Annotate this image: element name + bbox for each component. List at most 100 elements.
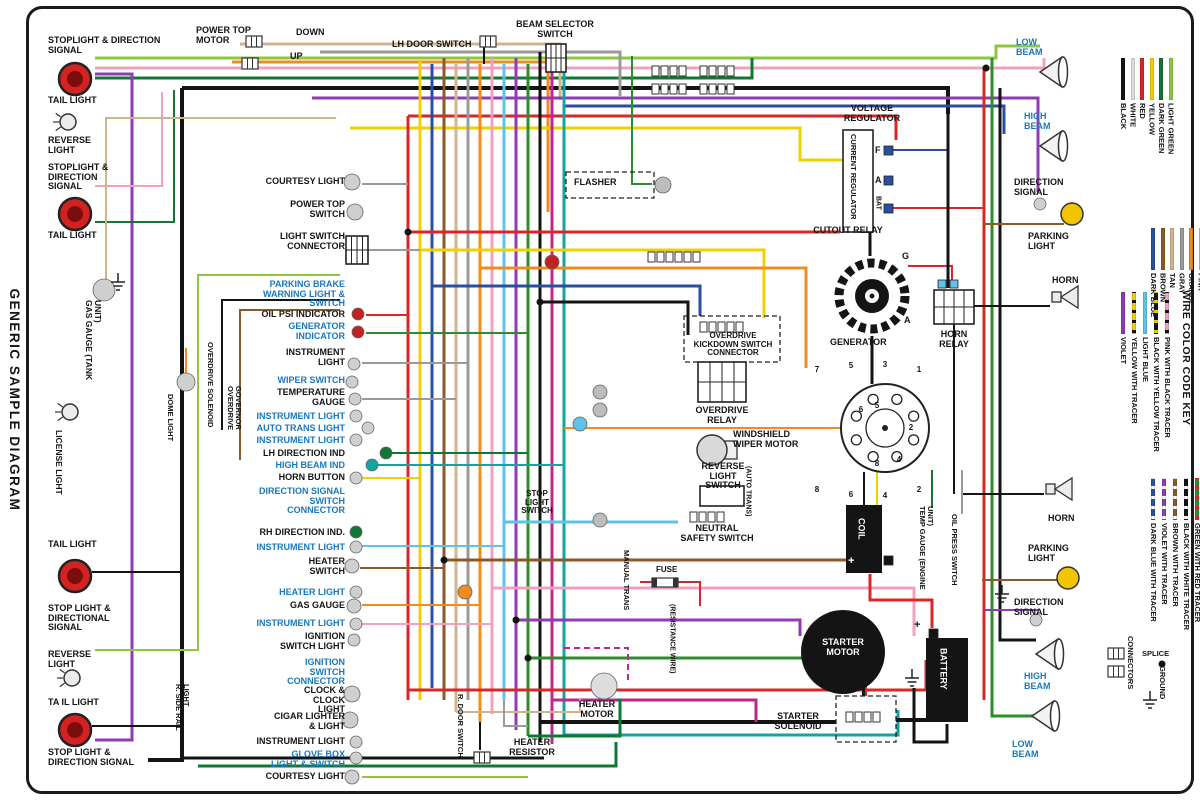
wire-black [998,88,1036,642]
wire-red [408,114,898,140]
terminal-square [883,555,894,566]
tail-light-icon [57,61,93,97]
label-tail-light: TAIL LIGHT [48,95,97,105]
wire-dkblue [432,284,702,316]
label-2: 2 [916,485,922,494]
label-reverse-light-switch: REVERSE LIGHT SWITCH [701,461,745,491]
color-key-black: BLACK [1118,58,1129,129]
label-overdrive-solenoid: OVERDRIVE SOLENOID [206,342,216,428]
label-flasher: FLASHER [574,177,617,187]
indicator-light-icon [349,617,363,631]
indicator-light-icon [343,173,361,191]
connector-icon [1107,665,1125,678]
label-horn-relay: HORN RELAY [939,329,969,349]
wire-dkgreen [95,58,754,80]
wire-pink [95,92,163,187]
wire-black [912,688,949,744]
splice-dot [404,228,412,236]
label-heater-switch: HEATER SWITCH [308,556,345,576]
generator-icon [834,258,910,334]
terminal-square [928,628,939,639]
label-horn-button: HORN BUTTON [278,472,345,482]
component-body [926,638,968,722]
relay-box [933,289,975,325]
splice-dot [536,298,544,306]
label-stop-light-switch: STOP LIGHT SWITCH [521,489,553,516]
wire-gray [503,700,528,727]
color-swatch [1140,58,1144,100]
color-swatch [1130,58,1135,100]
color-key-label: DARK BLUE [1149,273,1158,317]
label-direction-signal: DIRECTION SIGNAL [1014,597,1064,617]
label-high-beam: HIGH BEAM [1024,671,1051,691]
label-high-beam-ind: HIGH BEAM IND [275,460,346,470]
headlight-icon [1034,637,1065,671]
color-swatch [1154,292,1158,334]
lamp-icon [57,668,81,688]
color-key-label: LIGHT GREEN [1166,103,1176,155]
wire-dkblue [565,104,1006,134]
color-key-label: YELLOW [1147,103,1157,136]
color-key-label: YELLOW WITH TRACER [1130,337,1139,424]
connector-icon [245,35,263,48]
parking-light-icon [1056,566,1080,590]
splice-dot [982,64,990,72]
terminal-square [883,203,894,214]
indicator-light-icon [349,735,363,749]
component-box [699,485,745,507]
color-swatch [1162,478,1166,520]
label-7: 7 [814,365,820,374]
color-key-brown: BROWN [1158,228,1169,302]
relay-box [345,235,369,265]
color-key-label: ORANGE [1187,273,1196,306]
label-neutral-safety-switch: NEUTRAL SAFETY SWITCH [680,523,754,543]
color-key-gray: GRAY [1177,228,1188,294]
label-overdrive-governor: OVERDRIVE GOVERNOR [226,386,244,431]
color-key-label: VIOLET WITH TRACER [1160,523,1169,605]
label-reverse-light: REVERSE LIGHT [48,649,92,669]
label-oil-press-switch: OIL PRESS SWITCH [950,514,960,586]
label-instrument-light: INSTRUMENT LIGHT [256,618,346,628]
label-r-door-switch: R. DOOR SWITCH [456,694,466,758]
label-bat: BAT [874,196,882,210]
label-gas-gauge-tank-unit: GAS GAUGE (TANK UNIT) [84,300,104,381]
label-gas-gauge: GAS GAUGE [289,600,345,610]
label-generator: GENERATOR [830,337,887,347]
splice-dot [440,556,448,564]
label-lh-direction-ind: LH DIRECTION IND [263,448,345,458]
color-key-label: BROWN [1158,273,1168,303]
label-ignition-switch-connector: IGNITION SWITCH CONNECTOR [287,657,345,687]
ground-icon [1143,691,1157,709]
color-swatch [1132,292,1136,334]
ignition-switch-icon [840,383,930,473]
color-swatch [1184,478,1188,520]
label-instrument-light: INSTRUMENT LIGHT [256,736,346,746]
label-up: UP [290,51,303,61]
indicator-light-icon [349,540,363,554]
wire-pink [95,58,1046,70]
label-r-side-rail-light: R. SIDE RAIL LIGHT [174,684,192,731]
parking-light-icon [1060,202,1084,226]
label-low-beam: LOW BEAM [1016,37,1043,57]
indicator-light-icon [176,372,196,392]
indicator-light-icon [351,307,365,321]
indicator-light-icon [1029,613,1043,627]
label-a: A [875,175,882,185]
color-key-white: WHITE [1128,58,1139,127]
indicator-light-icon [592,384,608,400]
relay-box [697,361,747,403]
indicator-light-icon [343,685,361,703]
label-fuse: FUSE [656,565,678,574]
indicator-light-icon [379,446,393,460]
label-reverse-light: REVERSE LIGHT [48,135,92,155]
ground-icon [995,585,1009,603]
label-overdrive-relay: OVERDRIVE RELAY [695,405,749,425]
color-key-label: BLACK [1119,103,1128,130]
terminal-square [949,279,959,289]
horn-icon [1045,476,1073,502]
indicator-light-icon [457,584,473,600]
label-starter-motor: STARTER MOTOR [822,637,864,657]
indicator-light-icon [349,525,363,539]
label-coil: COIL [856,518,867,540]
